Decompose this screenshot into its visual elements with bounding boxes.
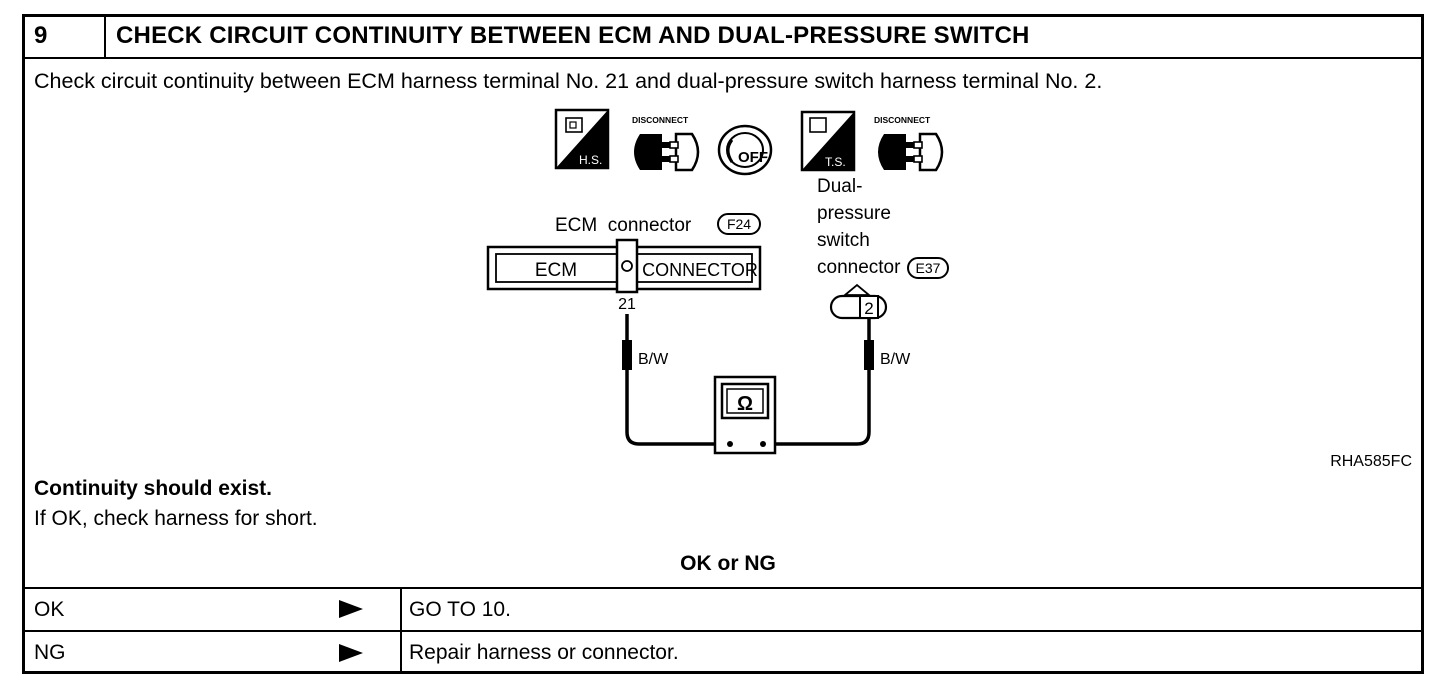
- disconnect-icon-2: DISCONNECT: [874, 115, 944, 172]
- wire-right: [769, 318, 871, 446]
- wire-left: [625, 314, 717, 446]
- ohm-symbol: Ω: [737, 393, 753, 415]
- ecm-connector-label: ECM connector: [555, 215, 692, 236]
- wire-left-marker: [622, 340, 632, 370]
- figure-code: RHA585FC: [1330, 453, 1412, 470]
- header-divider: [104, 14, 106, 58]
- connector-box-label: CONNECTOR: [642, 260, 758, 280]
- off-label: OFF: [738, 149, 768, 166]
- arrow-right-icon: [339, 600, 363, 618]
- decision-rule-top: [22, 587, 1424, 589]
- decision-title: OK or NG: [680, 552, 776, 575]
- step-frame: [22, 14, 1424, 674]
- result-next-action: If OK, check harness for short.: [34, 507, 318, 530]
- instruction-text: Check circuit continuity between ECM har…: [34, 69, 1103, 93]
- ecm-connector-code: F24: [727, 216, 751, 232]
- decision-action-ng: Repair harness or connector.: [409, 641, 679, 664]
- ecm-terminal-number: 21: [618, 296, 636, 313]
- arrow-right-icon: [339, 644, 363, 662]
- step-number: 9: [34, 22, 48, 49]
- switch-connector-code: E37: [916, 260, 941, 276]
- wire-left-color: B/W: [638, 351, 669, 368]
- disconnect-label-2: DISCONNECT: [874, 115, 931, 125]
- wire-right-color: B/W: [880, 351, 911, 368]
- switch-label-line2: pressure: [817, 203, 891, 224]
- ignition-off-icon: OFF: [717, 124, 773, 176]
- decision-rule-middle: [22, 630, 1424, 632]
- disconnect-icon: DISCONNECT: [632, 115, 700, 172]
- step-title: CHECK CIRCUIT CONTINUITY BETWEEN ECM AND…: [116, 22, 1030, 49]
- ecm-box-label: ECM: [535, 260, 577, 281]
- result-expected: Continuity should exist.: [34, 477, 273, 500]
- ecm-connector: ECM CONNECTOR: [486, 238, 762, 294]
- switch-label-line4: connector: [817, 257, 901, 278]
- terminal-side-icon: T.S.: [800, 110, 856, 172]
- ts-label: T.S.: [825, 155, 846, 169]
- hs-label: H.S.: [579, 153, 602, 167]
- dual-pressure-switch-connector: 2: [829, 283, 888, 320]
- decision-condition-ng: NG: [34, 641, 66, 664]
- decision-action-ok: GO TO 10.: [409, 598, 511, 621]
- disconnect-label: DISCONNECT: [632, 115, 689, 125]
- switch-label-line1: Dual-: [817, 176, 862, 197]
- header-rule: [22, 57, 1424, 59]
- circuit-diagram: H.S. DISCONNECT OFF T.S. DISCONN: [486, 108, 1412, 470]
- switch-label-line3: switch: [817, 230, 870, 251]
- harness-side-icon: H.S.: [554, 108, 610, 170]
- decision-divider: [400, 588, 402, 674]
- wire-right-marker: [864, 340, 874, 370]
- switch-terminal-number: 2: [864, 299, 873, 318]
- decision-condition-ok: OK: [34, 598, 65, 621]
- ohmmeter-icon: Ω: [713, 375, 777, 455]
